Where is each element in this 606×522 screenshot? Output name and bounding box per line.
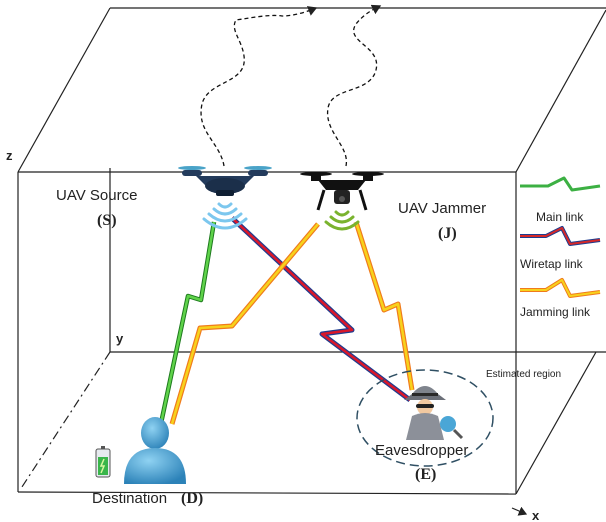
drone-icon xyxy=(178,166,272,196)
wiretap-link xyxy=(230,216,412,402)
uav-source-drone xyxy=(178,166,272,230)
3d-box xyxy=(17,7,606,495)
region-label: Estimated region xyxy=(486,369,561,380)
uav-jammer-label: UAV Jammer xyxy=(398,200,486,217)
battery-icon xyxy=(95,446,111,478)
jamming-link-destination xyxy=(169,222,320,425)
legend-jamming-link-label: Jamming link xyxy=(520,305,591,319)
x-axis-arrow xyxy=(511,506,528,516)
spy-icon xyxy=(404,386,464,440)
uav-jammer-drone xyxy=(300,172,384,231)
destination-symbol: (D) xyxy=(181,490,203,507)
uav-source-label: UAV Source xyxy=(56,187,137,204)
source-trajectory xyxy=(200,6,318,167)
legend: Main link Wiretap link Jamming link xyxy=(520,176,601,319)
eavesdropper-label: Eavesdropper xyxy=(375,442,468,459)
x-axis-label: x xyxy=(532,508,540,522)
drone-icon xyxy=(300,172,384,211)
jamming-link-eavesdropper xyxy=(353,221,415,391)
legend-wiretap-link-label: Wiretap link xyxy=(520,257,584,271)
z-axis-label: z xyxy=(6,148,13,163)
y-axis-label: y xyxy=(116,331,124,346)
legend-main-link-symbol xyxy=(520,176,601,192)
uav-jammer-symbol: (J) xyxy=(438,225,457,242)
signal-waves-icon xyxy=(324,210,360,231)
jammer-trajectory xyxy=(327,4,382,167)
destination-label: Destination xyxy=(92,490,167,507)
estimated-region xyxy=(356,369,494,467)
person-icon xyxy=(124,417,186,484)
signal-waves-icon xyxy=(202,202,248,230)
uav-source-symbol: (S) xyxy=(97,212,117,229)
main-link xyxy=(157,221,217,429)
legend-main-link-label: Main link xyxy=(536,210,584,224)
eavesdropper-symbol: (E) xyxy=(415,466,436,483)
